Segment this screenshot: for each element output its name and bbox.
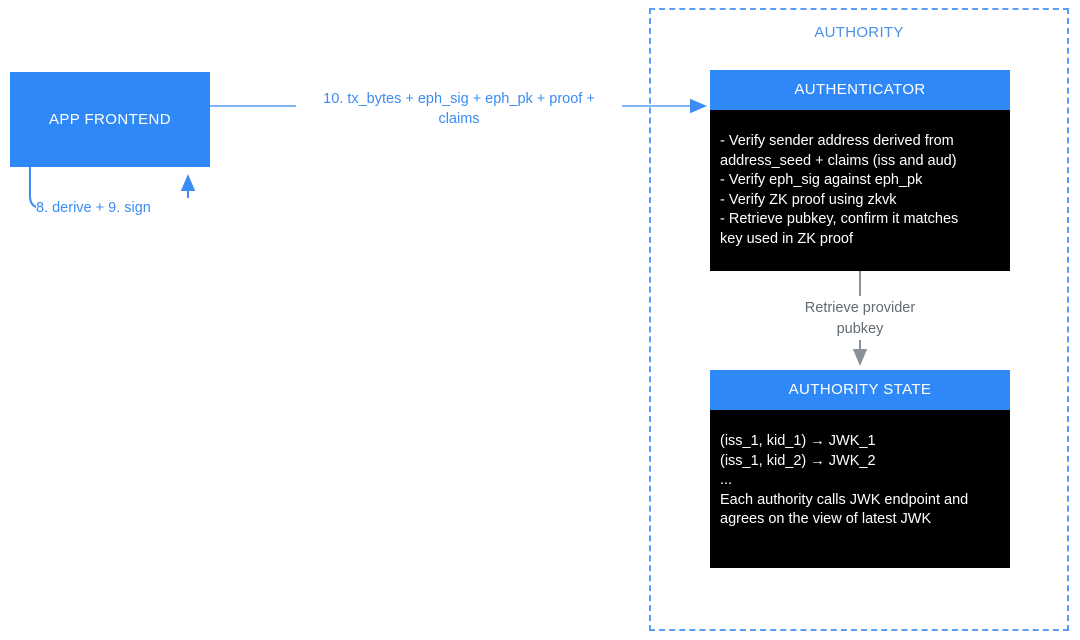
node-authority-state-header: AUTHORITY STATE (710, 370, 1010, 410)
node-authority-state[interactable]: AUTHORITY STATE (iss_1, kid_1) → JWK_1 (… (710, 370, 1010, 568)
edge-label-line-1: 10. tx_bytes + eph_sig + eph_pk + proof … (323, 91, 595, 107)
node-authority-state-body-line: ... (720, 472, 733, 488)
node-authenticator[interactable]: AUTHENTICATOR - Verify sender address de… (710, 70, 1010, 271)
node-authority-state-body: (iss_1, kid_1) → JWK_1 (iss_1, kid_2) → … (710, 410, 1010, 568)
node-app-frontend[interactable]: APP FRONTEND (10, 72, 210, 167)
node-authority-state-body-line: (iss_1, kid_2) → JWK_2 (720, 452, 876, 469)
node-authenticator-body-line: address_seed + claims (iss and aud) (720, 152, 957, 169)
edge-label-frontend-self-loop: 8. derive + 9. sign (36, 198, 196, 218)
node-authenticator-body-line: - Verify sender address derived from (720, 133, 954, 149)
node-authenticator-header: AUTHENTICATOR (710, 70, 1010, 110)
edge-label-retrieve-provider-pubkey: Retrieve provider pubkey (775, 298, 945, 340)
node-app-frontend-label: APP FRONTEND (48, 111, 172, 128)
node-authenticator-body: - Verify sender address derived from add… (710, 110, 1010, 271)
authority-group: AUTHORITY (649, 8, 1069, 631)
node-authenticator-body-line: - Verify ZK proof using zkvk (720, 191, 897, 208)
node-authenticator-body-line: - Verify eph_sig against eph_pk (720, 172, 923, 188)
node-authenticator-body-line: key used in ZK proof (720, 230, 853, 247)
node-authenticator-body-line: - Retrieve pubkey, confirm it matches (720, 211, 959, 227)
edge-label-line-1: Retrieve provider (804, 300, 916, 316)
node-authority-state-body-line: Each authority calls JWK endpoint and (720, 491, 969, 508)
node-authority-state-body-line: (iss_1, kid_1) → JWK_1 (720, 433, 876, 449)
edge-label-frontend-to-authenticator: 10. tx_bytes + eph_sig + eph_pk + proof … (296, 89, 622, 129)
node-authority-state-body-line: agrees on the view of latest JWK (720, 511, 932, 527)
edge-label-line-2: claims (438, 111, 480, 127)
authority-group-title: AUTHORITY (814, 24, 904, 41)
edge-label-line-2: pubkey (836, 321, 884, 337)
